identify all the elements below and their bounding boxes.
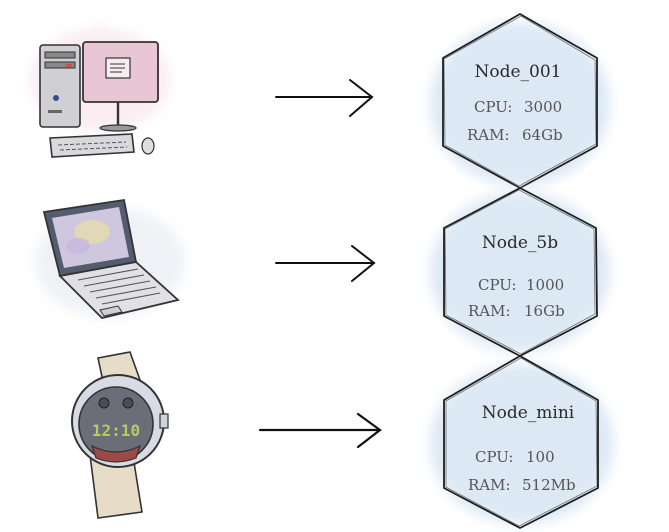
node-3-name: Node_mini — [482, 403, 575, 423]
node-3-ram-value: 512Mb — [522, 476, 576, 494]
node-1-cpu-value: 3000 — [524, 98, 562, 116]
node-hexagon-2: Node_5b CPU: 1000 RAM: 16Gb — [430, 187, 610, 357]
node-2-cpu-value: 1000 — [526, 276, 564, 294]
smartwatch-icon: 12:10 — [71, 351, 169, 519]
node-1-ram-label: RAM: — [467, 126, 510, 144]
node-1-cpu-label: CPU: — [474, 98, 512, 116]
node-2-cpu-label: CPU: — [478, 276, 516, 294]
watch-time-display: 12:10 — [92, 421, 140, 440]
desktop-computer-icon — [30, 28, 170, 158]
node-hexagon-3: Node_mini CPU: 100 RAM: 512Mb — [430, 355, 614, 529]
node-2-name: Node_5b — [482, 233, 558, 253]
laptop-icon — [35, 198, 185, 319]
node-1-name: Node_001 — [474, 62, 561, 82]
node-hexagon-1: Node_001 CPU: 3000 RAM: 64Gb — [430, 13, 610, 189]
node-3-cpu-label: CPU: — [475, 448, 513, 466]
node-3-cpu-value: 100 — [526, 448, 555, 466]
node-2-ram-label: RAM: — [468, 302, 511, 320]
arrow-1 — [275, 79, 374, 117]
node-1-ram-value: 64Gb — [522, 126, 563, 144]
arrow-3 — [258, 412, 382, 449]
arrow-2 — [275, 245, 376, 282]
node-3-ram-label: RAM: — [468, 476, 511, 494]
node-2-ram-value: 16Gb — [524, 302, 565, 320]
